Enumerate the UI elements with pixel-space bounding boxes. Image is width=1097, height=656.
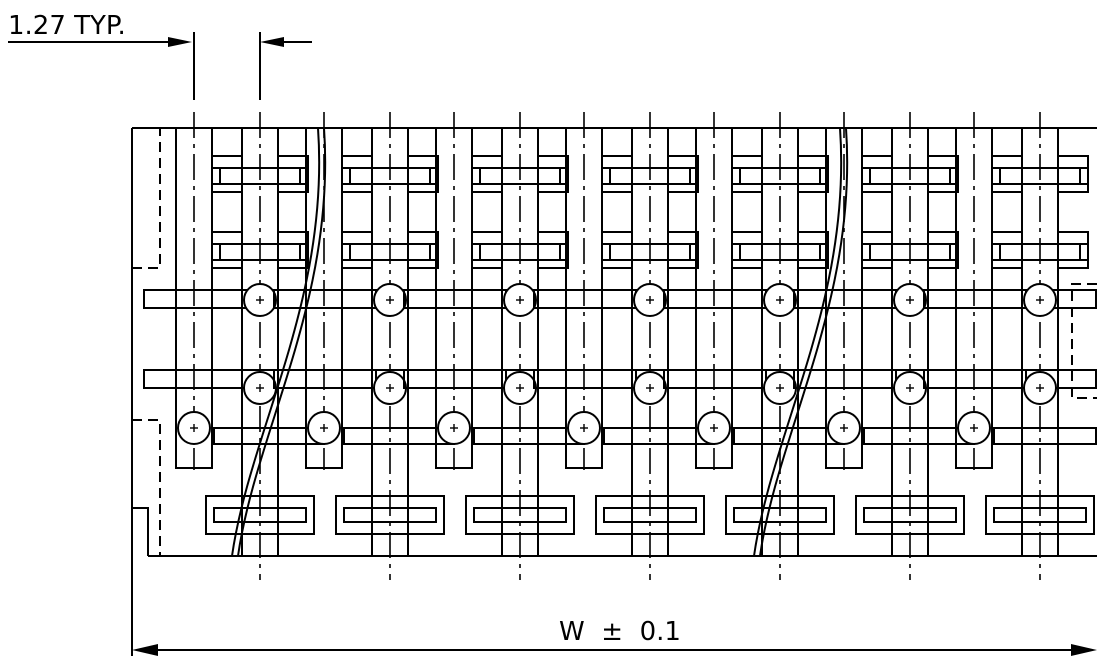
contact-pad (927, 231, 959, 269)
contact-body (175, 127, 213, 469)
contact-body (761, 127, 799, 557)
contact-body (241, 127, 279, 557)
pitch-label: 1.27 TYP. (8, 11, 126, 41)
bottom-tail-block (465, 495, 575, 535)
width-arrow-left (132, 644, 158, 656)
break-line-left-b (237, 127, 327, 557)
break-line-left-a (231, 127, 321, 557)
contact-body (695, 127, 733, 469)
bottom-tail-inner (213, 507, 307, 523)
break-lines (231, 127, 849, 557)
break-line-right-b (759, 127, 849, 557)
contact-pad (601, 155, 633, 193)
contact-body (891, 127, 929, 557)
hidden-edge-lower-left (132, 419, 161, 556)
contact-pad (211, 155, 243, 193)
contact-body (825, 127, 863, 469)
break-line-right-a (753, 127, 843, 557)
contact-pad (861, 231, 893, 269)
contact-pad (537, 155, 569, 193)
housing-outline (131, 127, 1097, 656)
bottom-tail-block (855, 495, 965, 535)
contact-pad (341, 231, 373, 269)
bottom-tail-inner (863, 507, 957, 523)
contact-pad (341, 155, 373, 193)
contact-body (955, 127, 993, 469)
pitch-dimension: 1.27 TYP. (8, 11, 312, 100)
bottom-tail-block (205, 495, 315, 535)
bottom-tail-inner (733, 507, 827, 523)
housing-bottom-step (132, 507, 149, 556)
contact-pad (991, 155, 1023, 193)
width-arrow-right (1071, 644, 1097, 656)
contact-body (435, 127, 473, 469)
hidden-edge-right (1071, 283, 1097, 399)
contact-pad (927, 155, 959, 193)
contact-pad (471, 231, 503, 269)
bottom-tail-block (595, 495, 705, 535)
contact-pad (991, 231, 1023, 269)
contact-pad (797, 231, 829, 269)
contact-body (631, 127, 669, 557)
contact-body (1021, 127, 1059, 557)
contact-pad (667, 231, 699, 269)
contact-pad (471, 155, 503, 193)
contact-pad (277, 231, 309, 269)
contact-beam (993, 427, 1097, 445)
contact-pad (731, 155, 763, 193)
bottom-tail-block (725, 495, 835, 535)
bottom-tail-inner (473, 507, 567, 523)
contact-body (371, 127, 409, 557)
width-dimension: W ± 0.1 (132, 617, 1097, 656)
contact-body (565, 127, 603, 469)
contact-pad (537, 231, 569, 269)
contact-pad (797, 155, 829, 193)
bottom-tail-inner (343, 507, 437, 523)
pitch-arrow-right (260, 37, 284, 47)
contact-pad (1057, 231, 1089, 269)
contact-pad (1057, 155, 1089, 193)
contact-array (143, 112, 1097, 580)
contact-beam (923, 289, 1097, 309)
contact-beam (923, 369, 1097, 389)
contact-pad (211, 231, 243, 269)
contact-pad (277, 155, 309, 193)
hidden-edge-upper-left (132, 128, 161, 269)
contact-body (501, 127, 539, 557)
width-label: W ± 0.1 (559, 617, 681, 647)
bottom-tail-inner (993, 507, 1087, 523)
bottom-tail-inner (603, 507, 697, 523)
bottom-tail-block (985, 495, 1095, 535)
bottom-tail-block (335, 495, 445, 535)
contact-pad (601, 231, 633, 269)
pitch-arrow-left (168, 37, 192, 47)
contact-pad (407, 231, 439, 269)
contact-pad (667, 155, 699, 193)
contact-pad (861, 155, 893, 193)
contact-pad (407, 155, 439, 193)
contact-pad (731, 231, 763, 269)
